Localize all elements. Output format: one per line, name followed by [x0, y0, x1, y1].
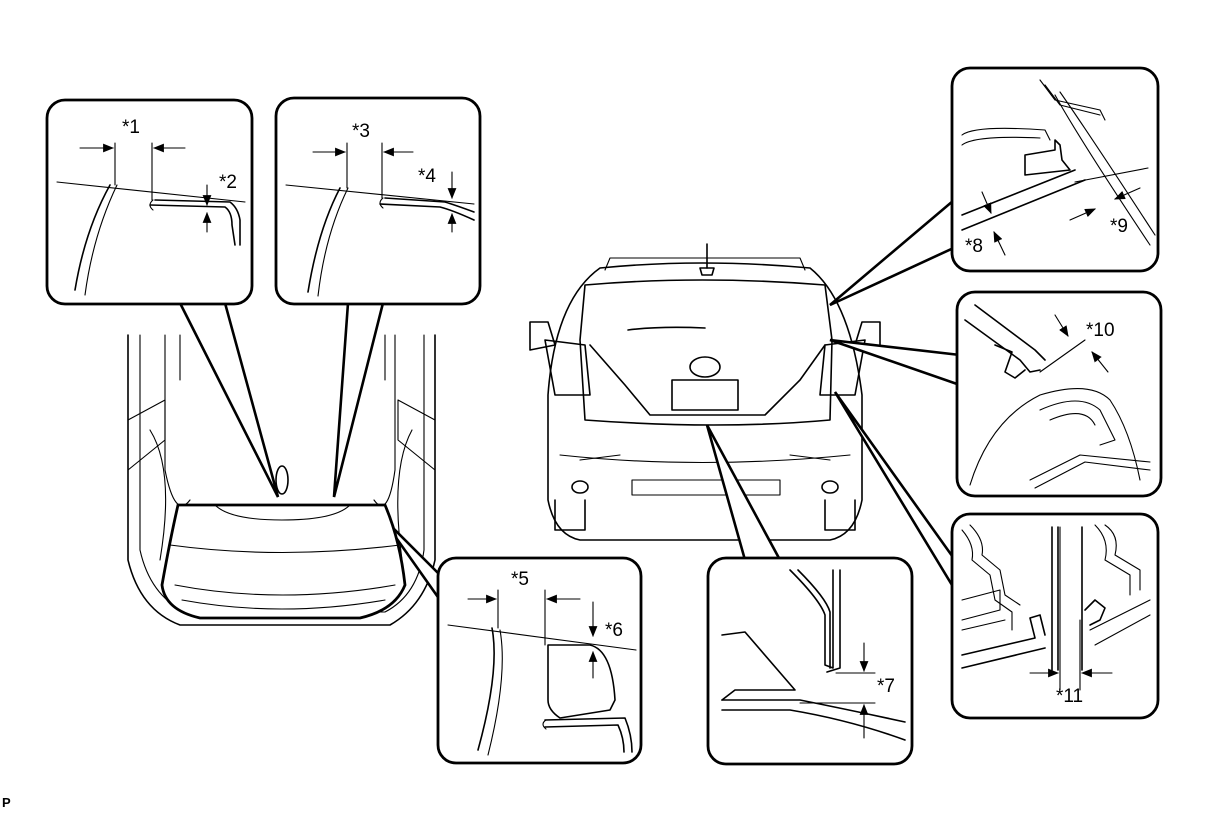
label-5: *5	[511, 569, 529, 590]
corner-mark: P	[2, 795, 11, 810]
callout-pointer-10	[829, 338, 962, 387]
label-11: *11	[1056, 686, 1083, 707]
detail-box-1: *1 *2	[45, 98, 254, 306]
detail-box-3: *5 *6	[436, 556, 643, 765]
callout-pointer-2	[332, 301, 385, 498]
label-2: *2	[219, 172, 237, 193]
label-7: *7	[877, 676, 895, 697]
detail-box-7: *11	[950, 512, 1160, 720]
back-door-top-view	[160, 503, 407, 620]
detail-box-4: *7	[706, 556, 914, 766]
detail-box-5: *8 *9	[950, 66, 1160, 273]
label-1: *1	[122, 117, 140, 138]
detail-box-2: *3 *4	[274, 96, 482, 306]
callout-pointer-1	[177, 301, 280, 498]
callout-pointer-8-9	[829, 192, 962, 307]
label-3: *3	[352, 121, 370, 142]
label-9: *9	[1110, 216, 1128, 237]
label-4: *4	[418, 166, 436, 187]
label-6: *6	[605, 620, 623, 641]
vehicle-rear-view	[529, 243, 881, 541]
label-8: *8	[965, 236, 983, 257]
label-10: *10	[1086, 320, 1115, 341]
detail-box-6: *10	[955, 290, 1163, 498]
